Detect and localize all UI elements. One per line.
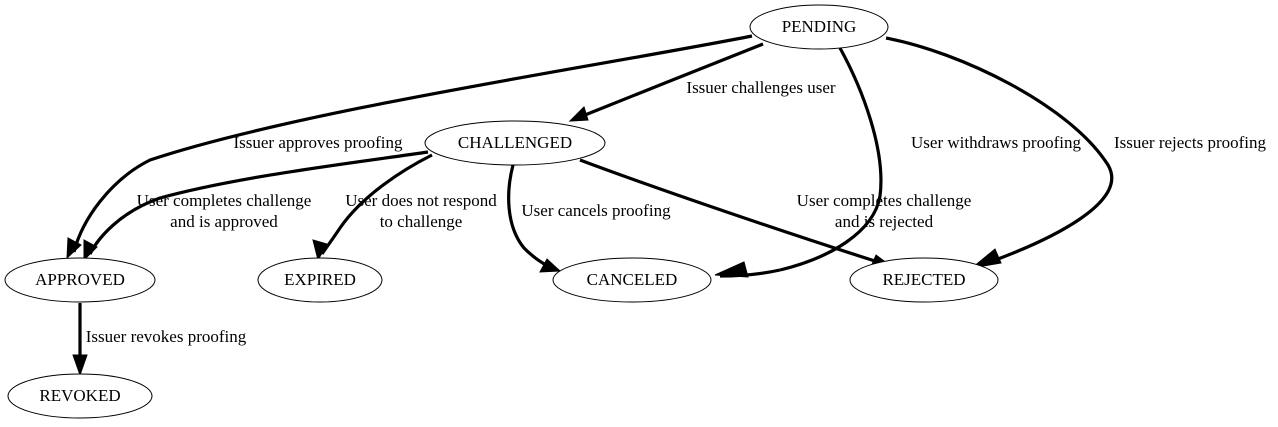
arrowhead-icon <box>312 239 328 262</box>
node-challenged[interactable]: CHALLENGED <box>424 120 606 166</box>
edge-label-text: User cancels proofing <box>521 201 671 220</box>
edge-label-challenged-to-expired: User does not respond to challenge <box>345 191 497 231</box>
node-canceled[interactable]: CANCELED <box>552 257 712 303</box>
edge-label-pending-to-approved: Issuer approves proofing <box>233 133 403 152</box>
node-revoked[interactable]: REVOKED <box>7 373 153 419</box>
node-pending[interactable]: PENDING <box>749 4 889 50</box>
edge-challenged-to-canceled[interactable] <box>507 164 562 273</box>
arrowhead-icon <box>72 354 88 377</box>
edge-label-text-line2: to challenge <box>380 212 463 231</box>
edge-label-pending-to-canceled: User withdraws proofing <box>911 133 1081 152</box>
edge-label-challenged-to-canceled: User cancels proofing <box>521 201 671 220</box>
edge-label-text-line1: User completes challenge <box>137 191 312 210</box>
edge-label-challenged-to-rejected: User completes challenge and is rejected <box>797 191 972 231</box>
edge-pending-to-canceled[interactable] <box>714 47 883 278</box>
edge-path <box>885 36 1114 264</box>
edge-label-text-line1: User does not respond <box>345 191 497 210</box>
arrowhead-icon <box>66 237 82 260</box>
node-shape <box>7 373 153 419</box>
edge-path <box>579 42 764 119</box>
edge-label-text: User withdraws proofing <box>911 133 1081 152</box>
edge-pending-to-approved[interactable] <box>66 34 753 260</box>
edge-label-text-line1: User completes challenge <box>797 191 972 210</box>
edge-challenged-to-expired[interactable] <box>312 153 433 262</box>
node-shape <box>849 257 999 303</box>
edge-label-pending-to-challenged: Issuer challenges user <box>686 78 836 97</box>
edge-label-pending-to-rejected: Issuer rejects proofing <box>1114 133 1267 152</box>
edge-path <box>579 158 879 264</box>
edge-label-approved-to-revoked: Issuer revokes proofing <box>86 327 247 346</box>
arrowhead-icon <box>539 258 562 273</box>
edge-label-text-line2: and is approved <box>170 212 278 231</box>
node-expired[interactable]: EXPIRED <box>257 257 383 303</box>
arrowhead-icon <box>568 106 589 122</box>
edge-label-text: Issuer revokes proofing <box>86 327 247 346</box>
edge-label-text: Issuer approves proofing <box>233 133 403 152</box>
node-shape <box>4 257 156 303</box>
node-shape <box>552 257 712 303</box>
edge-label-text: Issuer challenges user <box>686 78 836 97</box>
edge-pending-to-challenged[interactable] <box>568 42 764 122</box>
edge-label-text: Issuer rejects proofing <box>1114 133 1267 152</box>
edge-path <box>320 153 433 255</box>
node-shape <box>424 120 606 166</box>
node-rejected[interactable]: REJECTED <box>849 257 999 303</box>
edge-label-text-line2: and is rejected <box>835 212 934 231</box>
arrowhead-icon <box>970 248 1002 269</box>
edge-path <box>507 164 549 268</box>
edge-path <box>72 34 753 253</box>
arrowhead-icon <box>83 239 98 262</box>
node-shape <box>257 257 383 303</box>
edge-path <box>88 150 429 255</box>
edge-label-challenged-to-approved: User completes challenge and is approved <box>137 191 312 231</box>
edge-path <box>779 47 883 272</box>
node-shape <box>749 4 889 50</box>
edge-pending-to-rejected[interactable] <box>885 36 1114 269</box>
node-approved[interactable]: APPROVED <box>4 257 156 303</box>
edge-challenged-to-approved[interactable] <box>83 150 429 262</box>
edge-approved-to-revoked[interactable] <box>72 303 88 377</box>
edge-path-tail <box>719 268 781 278</box>
